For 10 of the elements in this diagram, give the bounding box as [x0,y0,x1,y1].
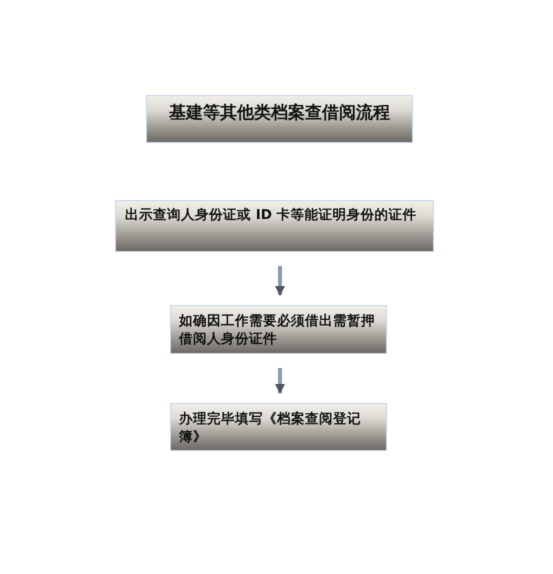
process-box [170,305,387,354]
process-box [170,403,387,451]
box-text: 办理完毕填写《档案查阅登记簿》 [179,410,362,446]
box-text: 如确因工作需要必须借出需暂押借阅人身份证件 [179,312,376,348]
title-box [146,95,413,143]
process-box [115,200,434,252]
box-text: 基建等其他类档案查借阅流程 [168,102,391,125]
arrow [275,368,285,394]
box-text: 出示查询人身份证或 ID 卡等能证明身份的证件 [125,206,418,224]
arrow [275,266,285,296]
